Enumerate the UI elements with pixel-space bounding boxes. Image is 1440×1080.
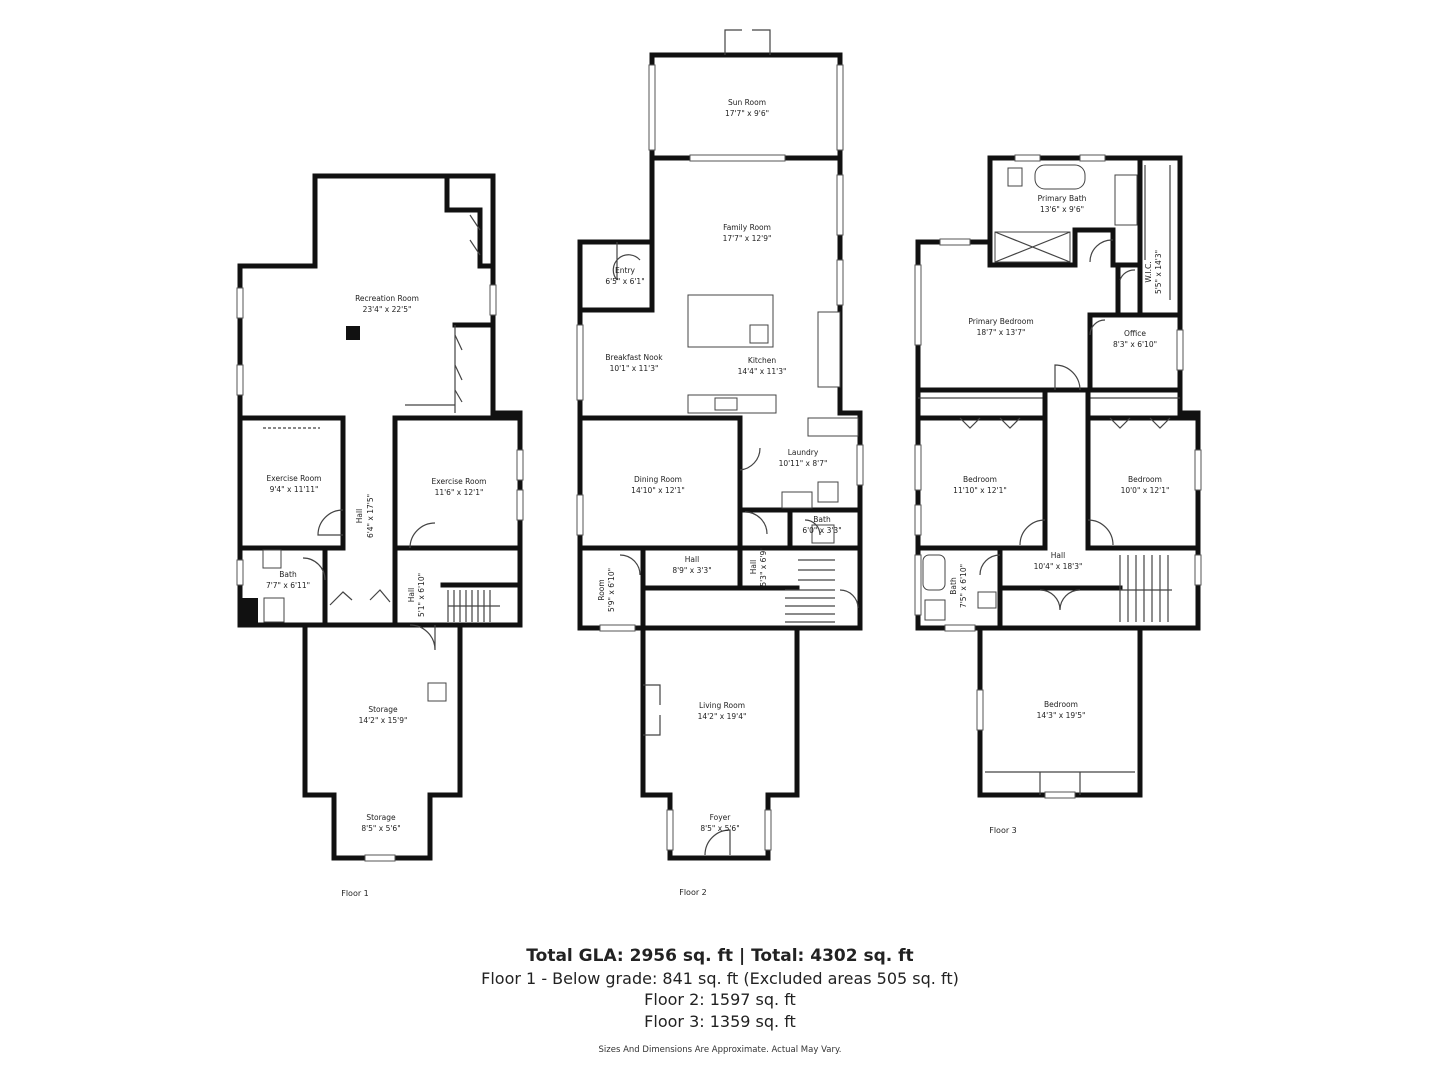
room-dims: 23'4" x 22'5" xyxy=(363,305,412,314)
room-dims: 11'6" x 12'1" xyxy=(435,488,484,497)
room-dims: 10'11" x 8'7" xyxy=(779,459,828,468)
room-dims: 8'5" x 5'6" xyxy=(361,824,400,833)
floor-2-stairs xyxy=(785,559,835,623)
room-dims: 14'2" x 15'9" xyxy=(359,716,408,725)
room-label: Kitchen xyxy=(748,356,776,365)
room-dims: 14'3" x 19'5" xyxy=(1037,711,1086,720)
room-dims: 17'7" x 12'9" xyxy=(723,234,772,243)
room-label: Sun Room xyxy=(728,98,766,107)
room-label: Bath xyxy=(949,577,958,595)
floor-3-plan xyxy=(914,154,1202,799)
room-dims: 8'5" x 5'6" xyxy=(700,824,739,833)
room-label: Exercise Room xyxy=(267,474,322,483)
floor-3-label: Floor 3 xyxy=(989,826,1017,835)
floor-1-area: Floor 1 - Below grade: 841 sq. ft (Exclu… xyxy=(481,968,959,988)
room-label: Dining Room xyxy=(634,475,682,484)
room-dims: 17'7" x 9'6" xyxy=(725,109,769,118)
room-dims: 10'4" x 18'3" xyxy=(1034,562,1083,571)
room-label: Entry xyxy=(615,266,636,275)
room-label: Hall xyxy=(355,509,364,523)
room-dims: 8'3" x 6'10" xyxy=(1113,340,1157,349)
room-dims: 18'7" x 13'7" xyxy=(977,328,1026,337)
room-label: Hall xyxy=(685,555,699,564)
room-label: W.I.C. xyxy=(1144,261,1153,282)
room-dims: 5'5" x 14'3" xyxy=(1154,250,1163,294)
room-dims: 5'1" x 6'10" xyxy=(417,573,426,617)
room-label: Primary Bedroom xyxy=(968,317,1033,326)
floor-2-label: Floor 2 xyxy=(679,888,707,897)
room-dims: 14'10" x 12'1" xyxy=(631,486,685,495)
floor-3-area: Floor 3: 1359 sq. ft xyxy=(644,1011,796,1031)
room-label: Recreation Room xyxy=(355,294,419,303)
area-summary: Total GLA: 2956 sq. ft | Total: 4302 sq.… xyxy=(0,946,1440,1032)
room-label: Bedroom xyxy=(1044,700,1078,709)
room-dims: 6'0" x 3'3" xyxy=(802,526,841,535)
room-label: Hall xyxy=(407,588,416,602)
room-dims: 9'4" x 11'11" xyxy=(270,485,319,494)
room-dims: 5'9" x 6'10" xyxy=(607,568,616,612)
room-dims: 6'5" x 6'1" xyxy=(605,277,644,286)
room-label: Storage xyxy=(368,705,398,714)
room-label: Bedroom xyxy=(963,475,997,484)
room-labels: Recreation Room 23'4" x 22'5" Exercise R… xyxy=(266,98,1169,833)
floor-1-plan xyxy=(236,173,524,862)
floor-3-stairs xyxy=(1119,555,1172,622)
room-label: Living Room xyxy=(699,701,745,710)
room-label: Foyer xyxy=(710,813,732,822)
room-label: Bedroom xyxy=(1128,475,1162,484)
room-dims: 10'0" x 12'1" xyxy=(1121,486,1170,495)
floor-2-plan xyxy=(576,29,864,861)
room-dims: 7'7" x 6'11" xyxy=(266,581,310,590)
room-dims: 11'10" x 12'1" xyxy=(953,486,1007,495)
floor-1-label: Floor 1 xyxy=(341,889,369,898)
floor-2-area: Floor 2: 1597 sq. ft xyxy=(644,990,796,1009)
disclaimer: Sizes And Dimensions Are Approximate. Ac… xyxy=(598,1045,842,1055)
room-dims: 8'9" x 3'3" xyxy=(672,566,711,575)
room-dims: 14'4" x 11'3" xyxy=(738,367,787,376)
room-dims: 7'5" x 6'10" xyxy=(959,564,968,608)
room-dims: 6'4" x 17'5" xyxy=(366,494,375,538)
room-label: Breakfast Nook xyxy=(605,353,663,362)
room-label: Bath xyxy=(813,515,831,524)
room-dims: 13'6" x 9'6" xyxy=(1040,205,1084,214)
floor-1-stairs xyxy=(447,590,500,622)
room-label: Laundry xyxy=(788,448,819,457)
room-label: Hall xyxy=(749,560,758,574)
room-dims: 10'1" x 11'3" xyxy=(610,364,659,373)
room-label: Family Room xyxy=(723,223,771,232)
room-label: Hall xyxy=(1051,551,1065,560)
room-label: Room xyxy=(597,579,606,600)
room-label: Storage xyxy=(366,813,396,822)
room-dims: 5'3" x 6'9" xyxy=(759,547,768,586)
room-label: Office xyxy=(1124,329,1146,338)
room-label: Bath xyxy=(279,570,297,579)
room-label: Primary Bath xyxy=(1038,194,1087,203)
room-label: Exercise Room xyxy=(432,477,487,486)
total-area-title: Total GLA: 2956 sq. ft | Total: 4302 sq.… xyxy=(526,946,914,966)
room-dims: 14'2" x 19'4" xyxy=(698,712,747,721)
